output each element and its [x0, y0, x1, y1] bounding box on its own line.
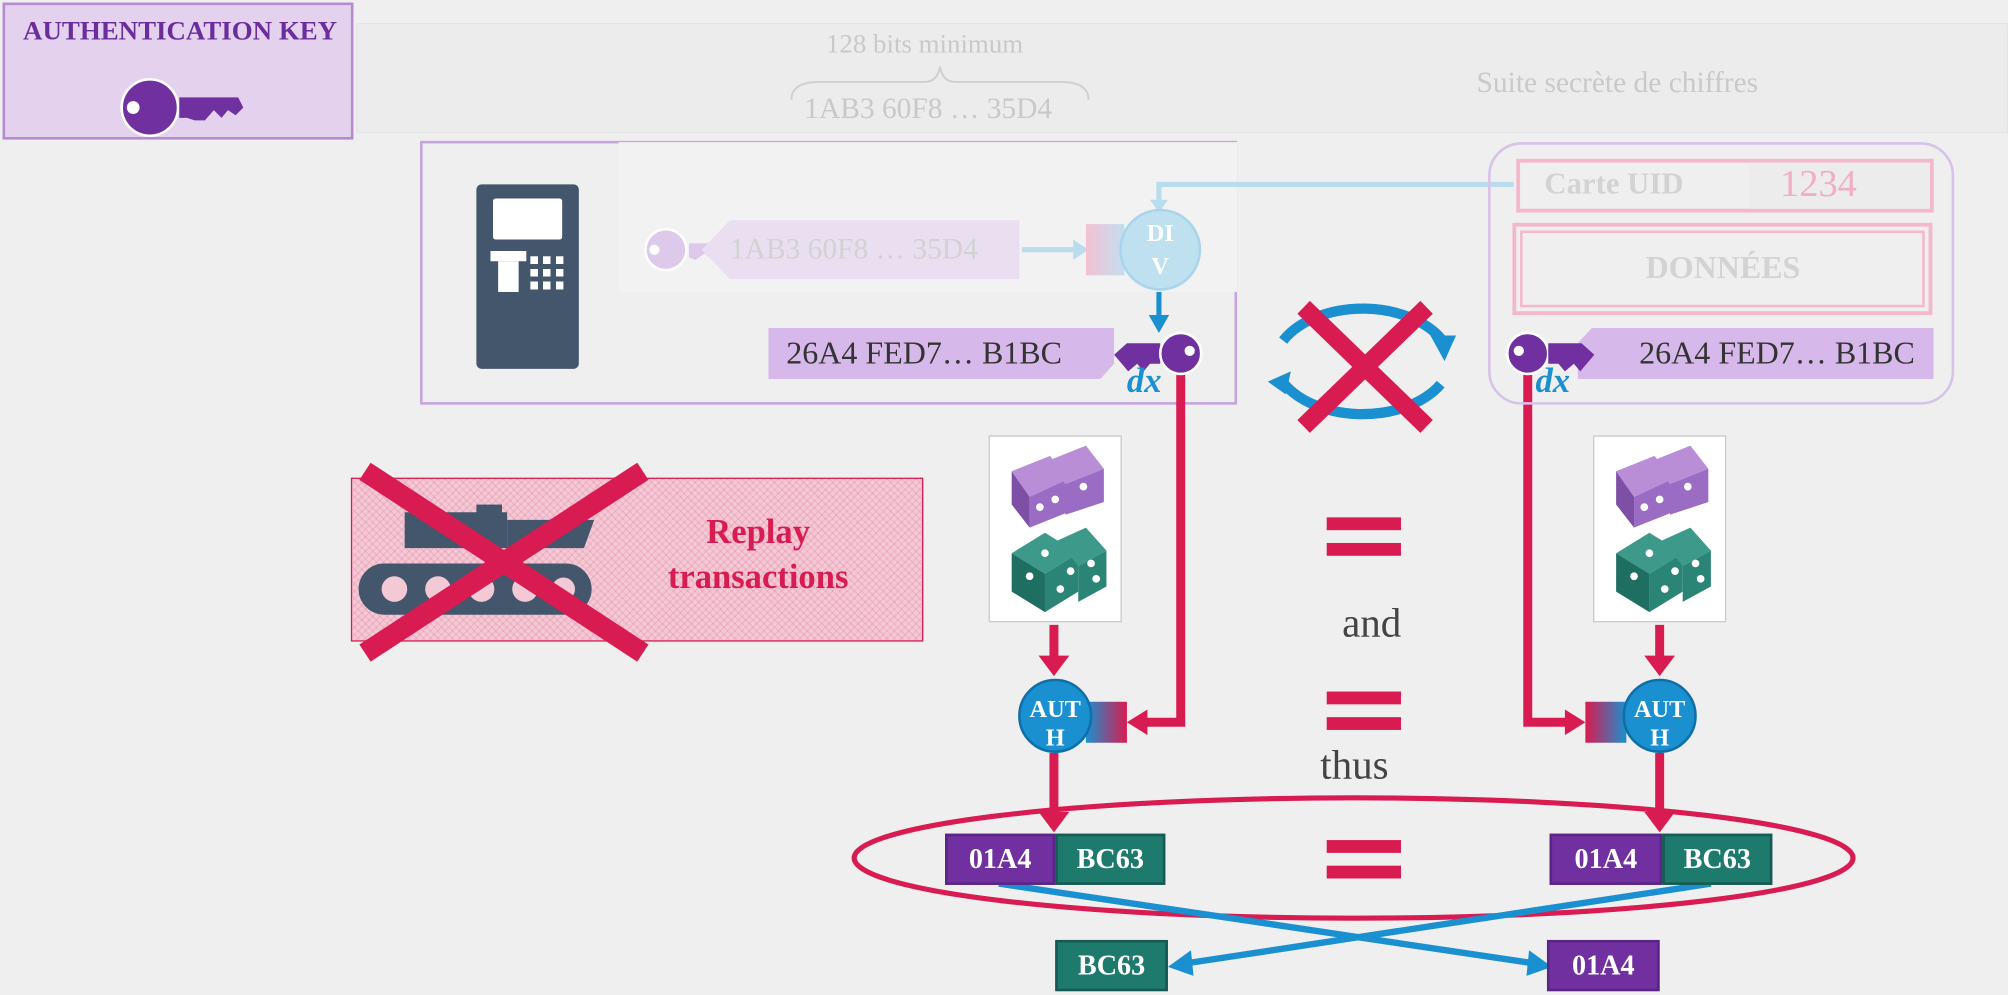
div-label: DIV [1146, 220, 1174, 281]
card-panel [1488, 142, 1955, 405]
derived-key-bar-right [1577, 327, 1934, 380]
equals-sign-3 [1326, 840, 1401, 879]
swapped-token-a: 01A4 [1546, 939, 1660, 992]
auth-label-right: AUTH [1633, 696, 1686, 752]
card-uid-value: 1234 [1780, 162, 1857, 205]
card-uid-box [1516, 158, 1934, 213]
dice-card-right [1593, 435, 1727, 623]
auth-label-left: AUTH [1029, 696, 1081, 752]
auth-stub-left [1085, 701, 1127, 743]
token-left-b: BC63 [1055, 833, 1166, 885]
auth-key-label: AUTHENTICATION KEY [23, 15, 338, 47]
derived-key-left: 26A4 FED7… B1BC [786, 336, 1063, 372]
derived-key-bar-left [768, 327, 1115, 380]
auth-key-box [2, 2, 354, 140]
auth-node-right [1622, 678, 1697, 753]
dice-card-left [988, 435, 1122, 623]
token-right-a: 01A4 [1549, 833, 1663, 885]
header-key-value: 1AB3 60F8 … 35D4 [804, 92, 1053, 125]
dx-symbol-right: dx [1535, 361, 1571, 400]
derived-key-right: 26A4 FED7… B1BC [1639, 336, 1915, 372]
dx-symbol-left: dx [1126, 361, 1162, 400]
header-band [356, 23, 2008, 134]
data-label: DONNÉES [1645, 250, 1801, 286]
equals-sign-2 [1326, 691, 1401, 730]
token-left-a: 01A4 [945, 833, 1056, 885]
auth-stub-right [1585, 701, 1627, 743]
div-node [1119, 208, 1202, 291]
bits-caption: 128 bits minimum [825, 28, 1024, 59]
div-stub [1085, 224, 1125, 276]
swapped-token-b: BC63 [1055, 939, 1168, 992]
data-box [1512, 222, 1933, 316]
thus-label: thus [1320, 741, 1389, 788]
card-uid-label: Carte UID [1544, 167, 1684, 202]
replay-label: Replay transactions [667, 512, 849, 596]
card-uid-value-bg [1749, 162, 1930, 209]
terminal-secret-key: 1AB3 60F8 … 35D4 [729, 233, 978, 266]
atm-terminal-icon [476, 184, 579, 369]
and-label: and [1342, 599, 1402, 646]
equals-sign-1 [1326, 517, 1401, 556]
secret-sequence-label: Suite secrète de chiffres [1476, 66, 1759, 99]
token-right-b: BC63 [1662, 833, 1773, 885]
auth-node-left [1018, 678, 1093, 753]
data-box-inner [1520, 230, 1925, 308]
